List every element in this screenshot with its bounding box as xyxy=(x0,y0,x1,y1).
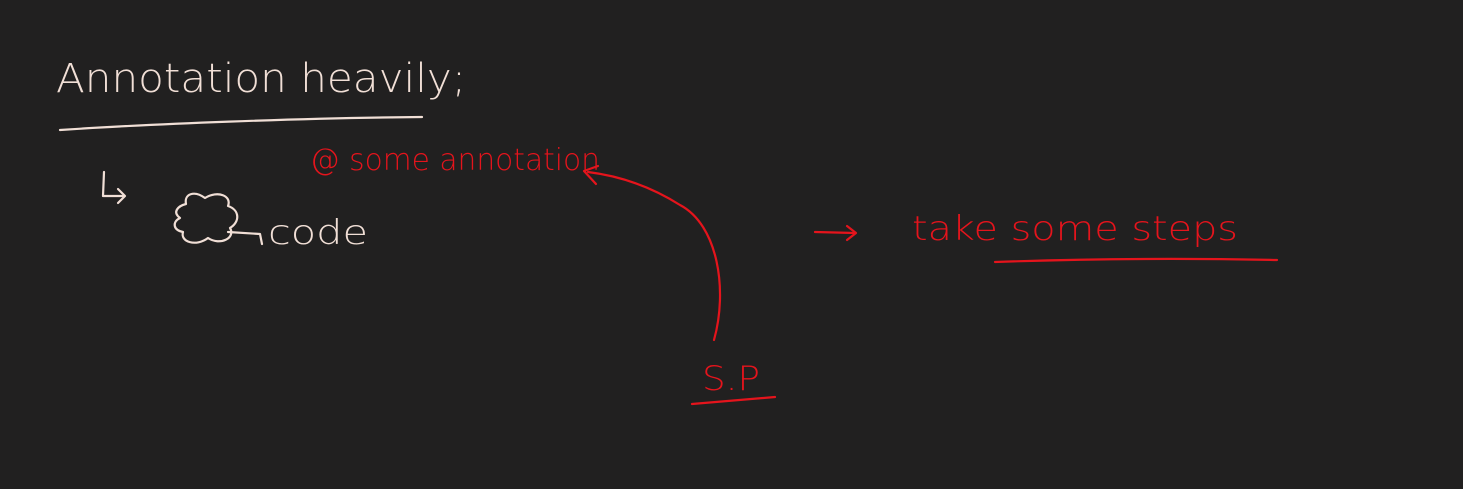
annotation-text: @ some annotation xyxy=(310,143,600,178)
sp-underline xyxy=(690,395,777,406)
heading-text: Annotation heavily; xyxy=(56,56,466,102)
heading-underline xyxy=(58,115,424,132)
steps-text: take some steps xyxy=(912,209,1238,249)
code-label: code xyxy=(268,213,368,253)
right-arrow-icon xyxy=(813,224,858,242)
curly-brace-icon xyxy=(173,192,264,246)
down-right-arrow-icon xyxy=(101,170,127,205)
sp-label: S.P xyxy=(702,359,760,399)
curved-arrow xyxy=(582,164,722,342)
steps-underline xyxy=(993,257,1279,264)
